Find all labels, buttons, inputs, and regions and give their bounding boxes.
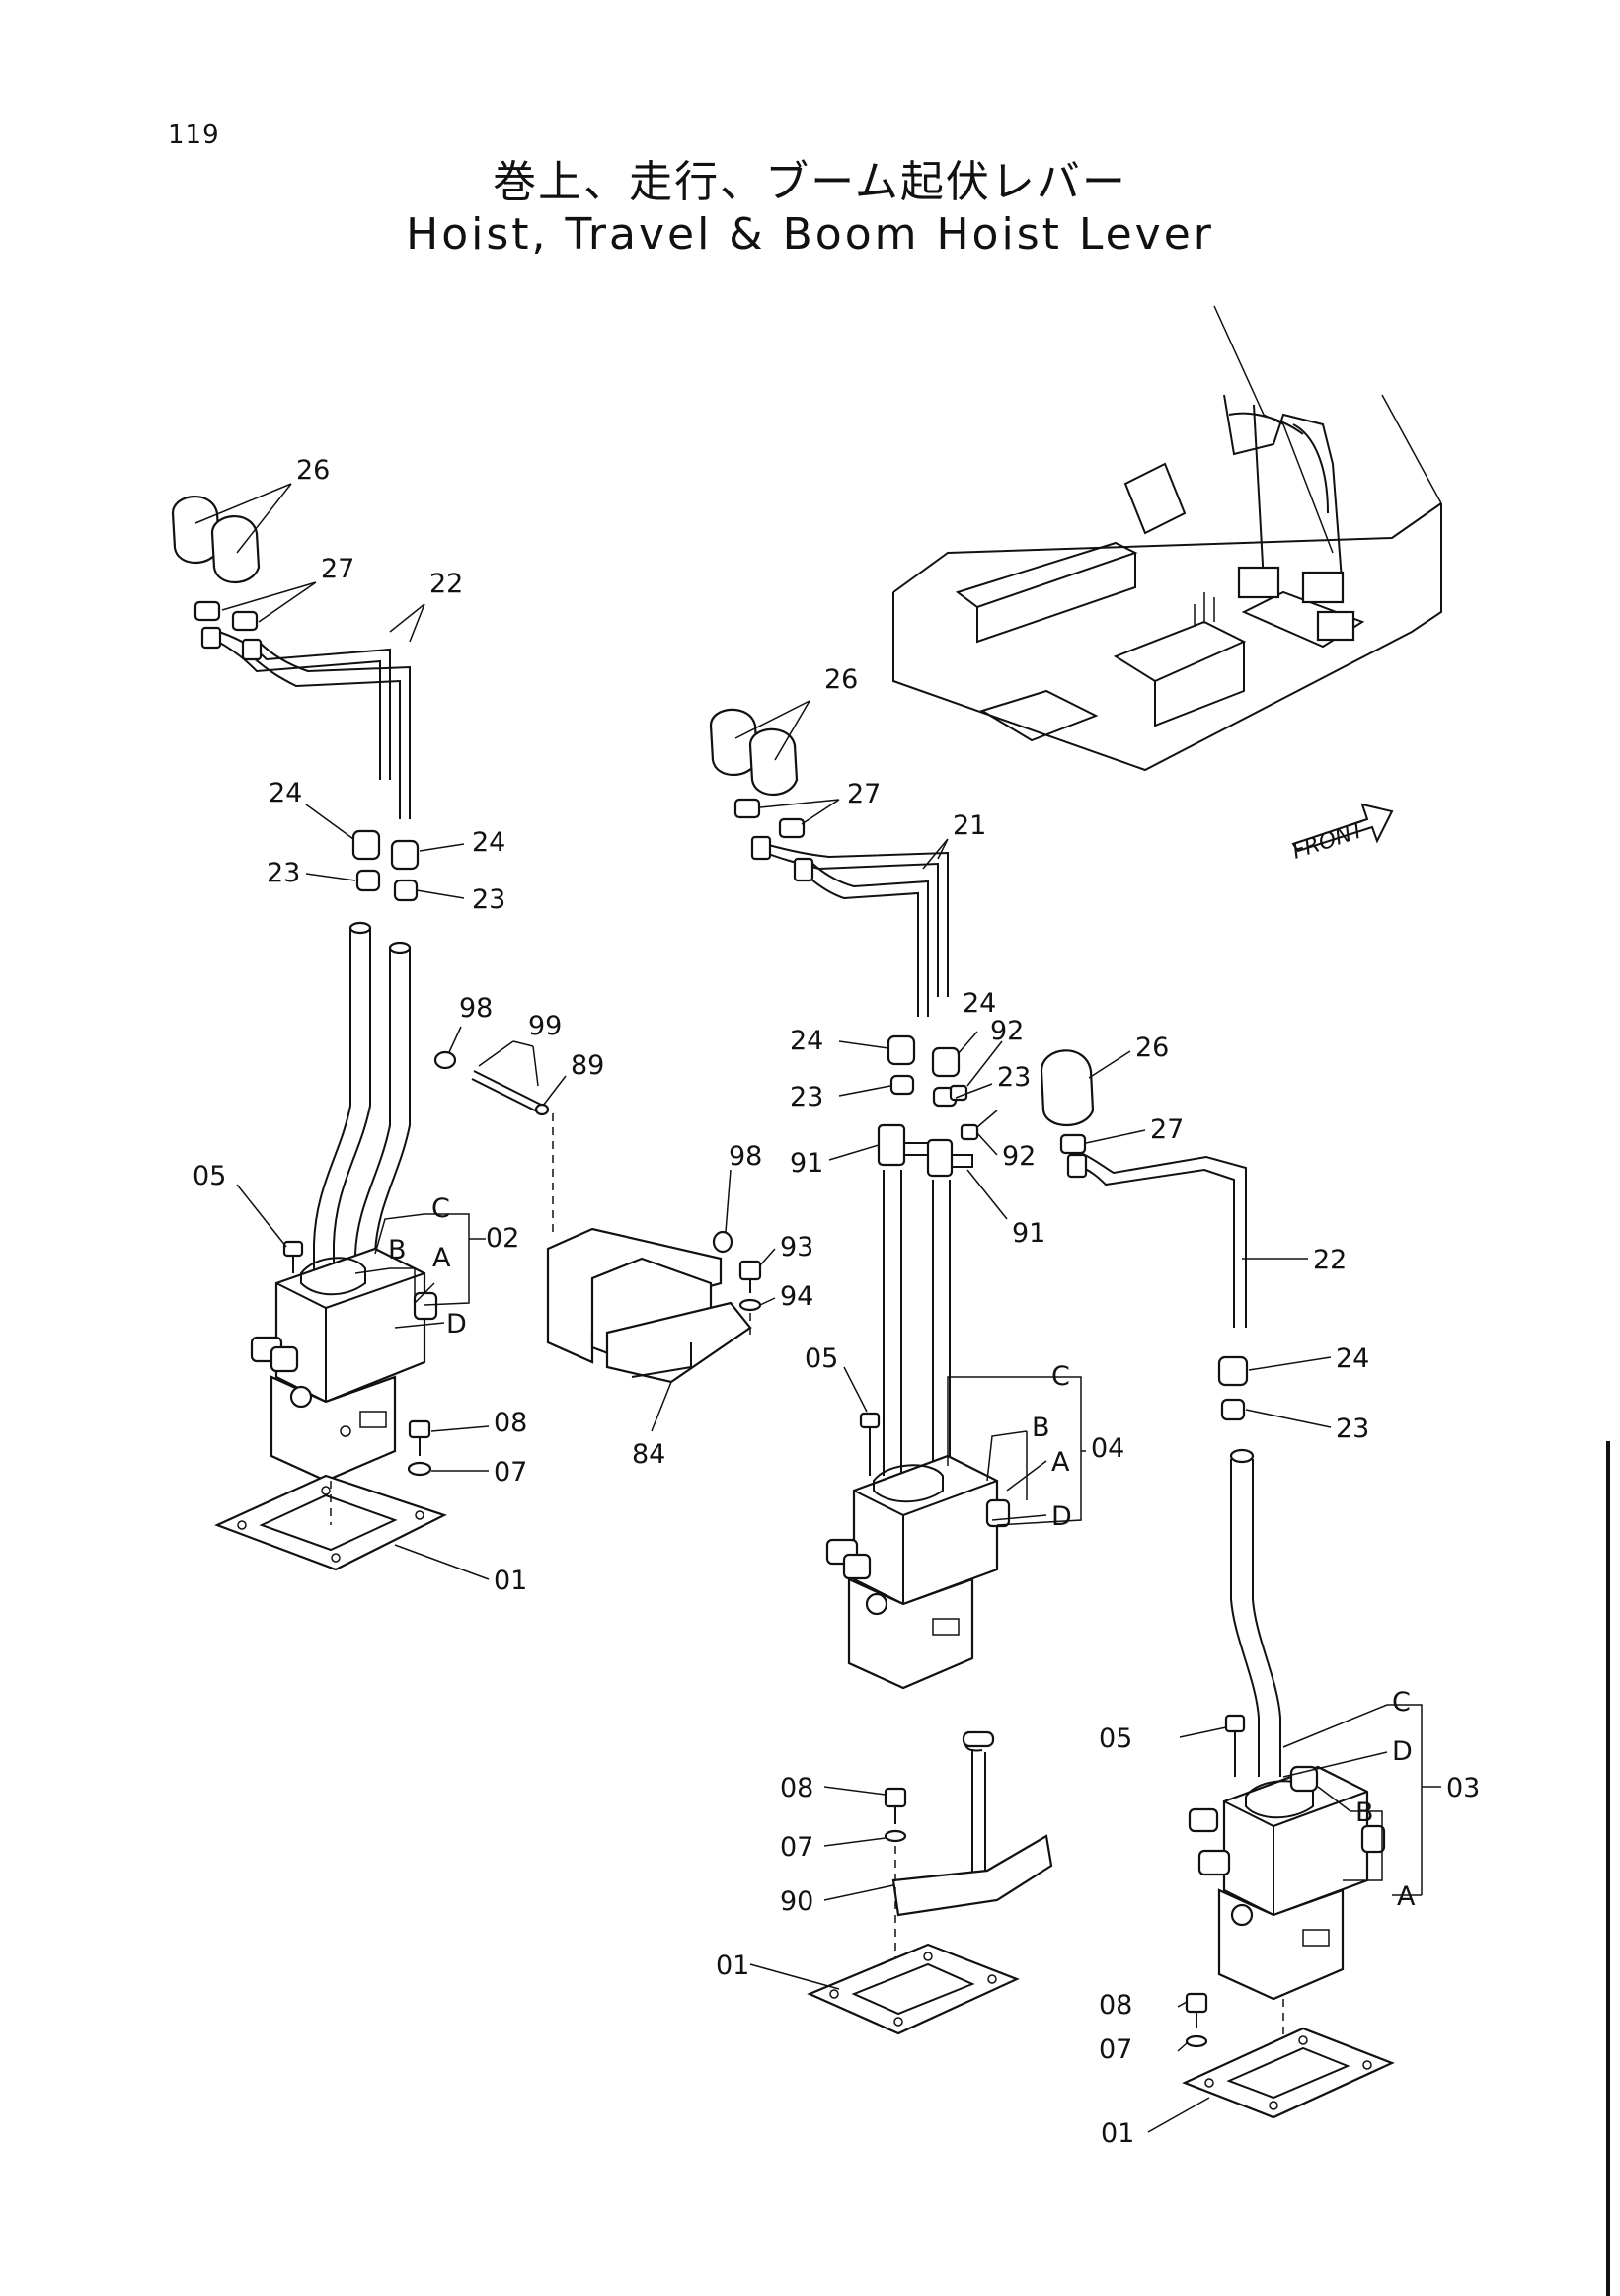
cab-inset-illustration: FRONT — [892, 305, 1442, 865]
part-label: 24 — [269, 778, 302, 808]
part-label: 92 — [1002, 1141, 1036, 1172]
part-label: 27 — [1150, 1114, 1184, 1145]
part-label: 22 — [1313, 1245, 1347, 1275]
page-edge-line — [1606, 1441, 1610, 2296]
part-label: 27 — [321, 554, 354, 584]
part-label: D — [1392, 1736, 1413, 1767]
part-label: 26 — [296, 455, 330, 486]
part-label: 91 — [1012, 1218, 1045, 1249]
part-label: 22 — [429, 569, 463, 599]
part-label: 84 — [632, 1439, 665, 1470]
part-label: 05 — [1099, 1723, 1132, 1754]
part-label: 98 — [459, 993, 493, 1024]
right-lever-assembly-03 — [1040, 1049, 1395, 2119]
part-label: D — [1051, 1501, 1072, 1532]
part-label: 01 — [494, 1566, 527, 1596]
part-label: B — [388, 1235, 407, 1265]
part-label: 08 — [494, 1408, 527, 1438]
front-arrow-indicator: FRONT — [1289, 803, 1394, 865]
part-label: 07 — [494, 1457, 527, 1488]
part-label: 08 — [780, 1773, 813, 1803]
part-label: 23 — [997, 1062, 1031, 1093]
part-label: A — [1397, 1881, 1416, 1912]
part-label: 99 — [528, 1011, 562, 1041]
left-lever-assembly-02 — [171, 496, 447, 1571]
part-label: 24 — [963, 988, 996, 1019]
part-label: B — [1355, 1798, 1374, 1828]
part-label: C — [1051, 1361, 1070, 1392]
part-label: C — [431, 1193, 450, 1224]
part-label: 21 — [953, 810, 986, 841]
part-label: 92 — [990, 1016, 1024, 1046]
part-label: 23 — [790, 1082, 823, 1112]
front-label: FRONT — [1289, 817, 1369, 864]
part-label: 26 — [1135, 1033, 1169, 1063]
bracket-assembly-84 — [433, 1045, 762, 1384]
part-label: D — [446, 1309, 467, 1339]
part-label: 08 — [1099, 1990, 1132, 2021]
part-label: 24 — [472, 827, 505, 858]
part-label: A — [1051, 1447, 1070, 1478]
part-label: 93 — [780, 1232, 813, 1263]
part-label: 90 — [780, 1886, 813, 1917]
part-label: C — [1392, 1687, 1411, 1718]
center-lever-assembly-04 — [709, 708, 1011, 1690]
part-label: 26 — [824, 664, 858, 695]
leader-lines — [194, 483, 1441, 2133]
part-label: 07 — [780, 1832, 813, 1863]
part-label: A — [432, 1243, 451, 1273]
part-label: 05 — [805, 1343, 838, 1374]
part-label: 07 — [1099, 2034, 1132, 2065]
part-label: 23 — [1336, 1414, 1369, 1444]
part-number-labels: 26 27 22 24 24 23 23 05 C B A 02 D 08 07… — [193, 455, 1480, 2149]
center-base-assembly — [807, 1730, 1053, 2035]
part-label: 04 — [1091, 1433, 1124, 1464]
part-label: 91 — [790, 1148, 823, 1179]
part-label: 01 — [1101, 2118, 1134, 2149]
page-title-japanese: 巻上、走行、ブーム起伏レバー — [493, 157, 1127, 207]
part-label: 01 — [716, 1951, 749, 1981]
part-label: 02 — [486, 1223, 519, 1254]
part-label: B — [1032, 1413, 1050, 1443]
part-label: 24 — [790, 1026, 823, 1056]
part-label: 94 — [780, 1281, 813, 1312]
part-label: 23 — [472, 884, 505, 915]
part-label: 05 — [193, 1161, 226, 1191]
part-label: 03 — [1446, 1773, 1480, 1803]
part-label: 27 — [847, 779, 881, 809]
page-title-english: Hoist, Travel & Boom Hoist Lever — [406, 209, 1214, 260]
part-label: 23 — [267, 858, 300, 888]
part-label: 24 — [1336, 1343, 1369, 1374]
part-label: 98 — [729, 1141, 762, 1172]
part-label: 89 — [571, 1050, 604, 1081]
page-number: 119 — [168, 120, 220, 150]
